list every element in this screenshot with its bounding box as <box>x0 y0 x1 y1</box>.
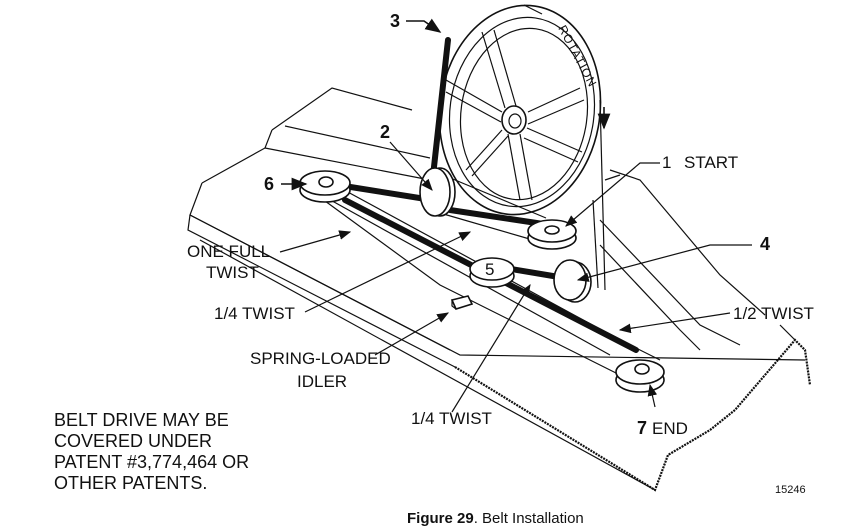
quarter-twist-left-label: 1/4 TWIST <box>214 304 295 323</box>
half-twist-label: 1/2 TWIST <box>733 304 814 323</box>
mower-deck <box>187 87 812 492</box>
pulley-6 <box>299 170 351 203</box>
callout-3: 3 <box>390 11 400 31</box>
end-label: END <box>652 419 688 438</box>
pulley-2 <box>419 167 456 217</box>
quarter-twist-bottom-label: 1/4 TWIST <box>411 409 492 428</box>
spring-loaded-idler <box>450 295 474 310</box>
callout-5: 5 <box>485 260 494 279</box>
pulley-7 <box>615 359 665 393</box>
pulley-4 <box>553 259 592 303</box>
callout-1: 1 <box>662 153 671 172</box>
leader-lines <box>279 18 752 413</box>
patent-note-line: OTHER PATENTS. <box>54 473 208 493</box>
pulley-5 <box>469 257 515 288</box>
callout-6: 6 <box>264 174 274 194</box>
patent-note-line: COVERED UNDER <box>54 431 213 451</box>
pulley-1 <box>527 219 577 250</box>
idler-label-line1: SPRING-LOADED <box>250 349 391 368</box>
callout-4: 4 <box>760 234 770 254</box>
idler-label-line2: IDLER <box>297 372 347 391</box>
patent-note-line: PATENT #3,774,464 OR <box>54 452 250 472</box>
start-label: START <box>684 153 738 172</box>
figure-title: . Belt Installation <box>473 510 584 527</box>
callout-7: 7 <box>637 418 647 438</box>
figure-number: Figure 29 <box>407 510 474 527</box>
figure-caption: Figure 29. Belt Installation <box>407 510 584 527</box>
patent-note-line: BELT DRIVE MAY BE <box>54 410 229 430</box>
one-full-twist-label-line2: TWIST <box>206 263 259 282</box>
rotation-label: ROTATION <box>555 23 599 90</box>
callout-2: 2 <box>380 122 390 142</box>
main-pulley-3 <box>438 4 602 216</box>
drawing-id: 15246 <box>775 484 806 496</box>
patent-note: BELT DRIVE MAY BE COVERED UNDER PATENT #… <box>54 410 249 494</box>
one-full-twist-label-line1: ONE FULL <box>187 242 270 261</box>
rotation-indicator: ROTATION <box>523 4 611 130</box>
